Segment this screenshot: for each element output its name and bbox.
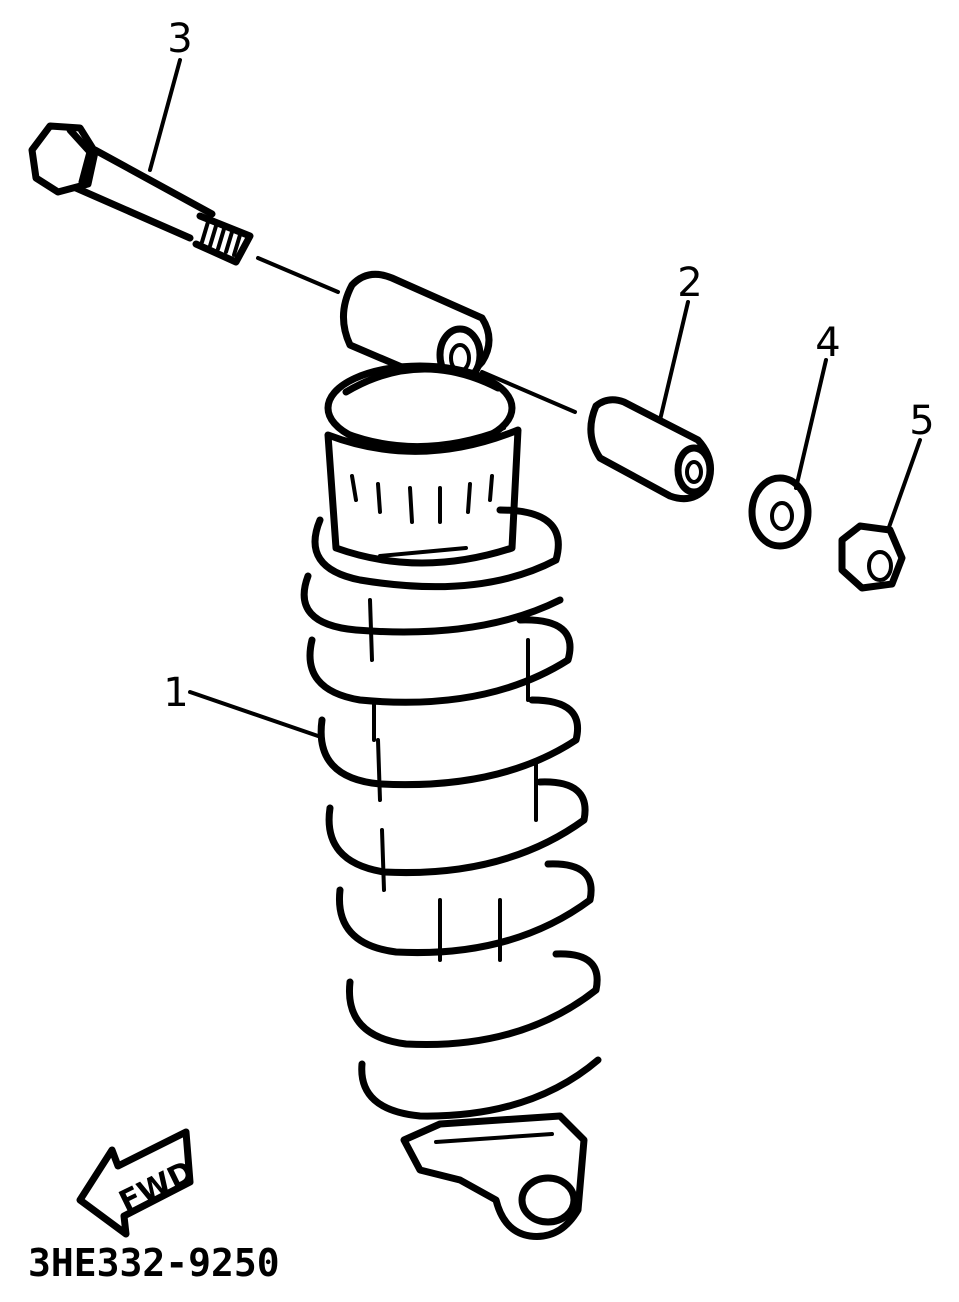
callout-3: 3 — [167, 16, 192, 62]
washer — [748, 474, 812, 550]
callout-4: 4 — [815, 320, 840, 366]
shock-absorber — [300, 362, 602, 1240]
leader-5 — [886, 438, 922, 532]
leader-1 — [188, 690, 320, 738]
leader-3 — [148, 58, 182, 172]
callout-1: 1 — [163, 670, 188, 716]
callout-5: 5 — [909, 398, 934, 444]
collar-centerline — [480, 370, 577, 414]
callout-2: 2 — [677, 260, 702, 306]
diagram-code: 3HE332-9250 — [28, 1241, 280, 1285]
collar — [587, 396, 714, 503]
leader-4 — [794, 358, 828, 490]
bolt-centerline — [256, 256, 340, 294]
nut — [838, 522, 906, 592]
leader-2 — [658, 300, 690, 422]
bolt — [28, 122, 254, 266]
forward-arrow-icon: FWD — [76, 1128, 200, 1238]
